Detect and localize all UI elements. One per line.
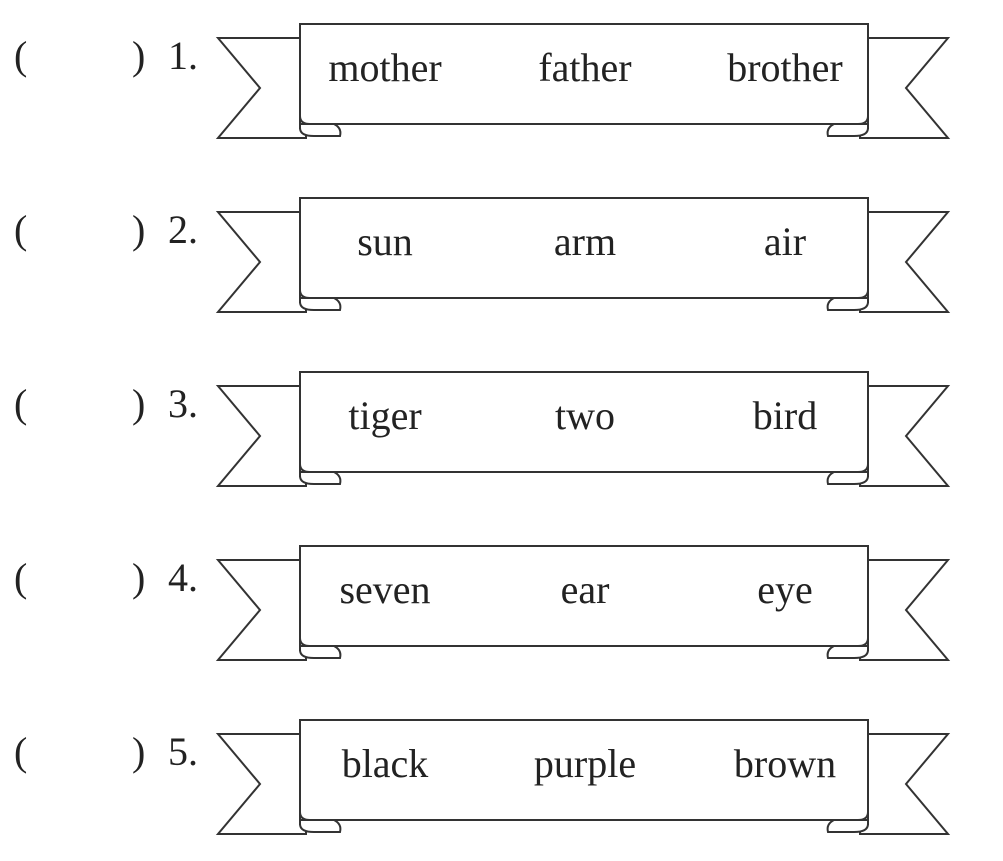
answer-paren-open: (	[14, 33, 28, 78]
question-number: 5.	[168, 729, 198, 774]
word-option: black	[341, 741, 429, 786]
word-option: seven	[339, 567, 431, 612]
word-option: purple	[533, 741, 637, 786]
answer-paren-close: )	[132, 33, 146, 78]
question-row: ( ) 2. sun arm air	[0, 194, 1003, 314]
word-option: ear	[560, 567, 610, 612]
answer-paren-close: )	[132, 555, 146, 600]
question-row: ( ) 4. seven ear eye	[0, 542, 1003, 662]
answer-paren-open: (	[14, 555, 28, 600]
word-option: arm	[553, 219, 617, 264]
answer-paren-open: (	[14, 381, 28, 426]
answer-paren-close: )	[132, 381, 146, 426]
word-option: brown	[733, 741, 837, 786]
answer-paren-open: (	[14, 207, 28, 252]
answer-paren-open: (	[14, 729, 28, 774]
answer-paren-close: )	[132, 729, 146, 774]
question-row: ( ) 3. tiger two bird	[0, 368, 1003, 488]
word-option: two	[555, 393, 615, 438]
word-option: mother	[328, 45, 442, 90]
question-row: ( ) 5. black purple brown	[0, 716, 1003, 836]
ribbon-banner-icon	[215, 23, 951, 139]
word-option: sun	[357, 219, 413, 264]
ribbon-banner-icon	[215, 545, 951, 661]
question-number: 1.	[168, 33, 198, 78]
question-number: 3.	[168, 381, 198, 426]
question-row: ( ) 1. mother father brother	[0, 20, 1003, 140]
word-option: tiger	[348, 393, 422, 438]
ribbon-banner-icon	[215, 719, 951, 835]
word-option: eye	[757, 567, 813, 612]
word-option: brother	[727, 45, 843, 90]
answer-paren-close: )	[132, 207, 146, 252]
ribbon-banner-icon	[215, 371, 951, 487]
word-option: father	[538, 45, 632, 90]
ribbon-banner-icon	[215, 197, 951, 313]
question-number: 2.	[168, 207, 198, 252]
word-option: air	[763, 219, 807, 264]
question-number: 4.	[168, 555, 198, 600]
word-option: bird	[752, 393, 818, 438]
